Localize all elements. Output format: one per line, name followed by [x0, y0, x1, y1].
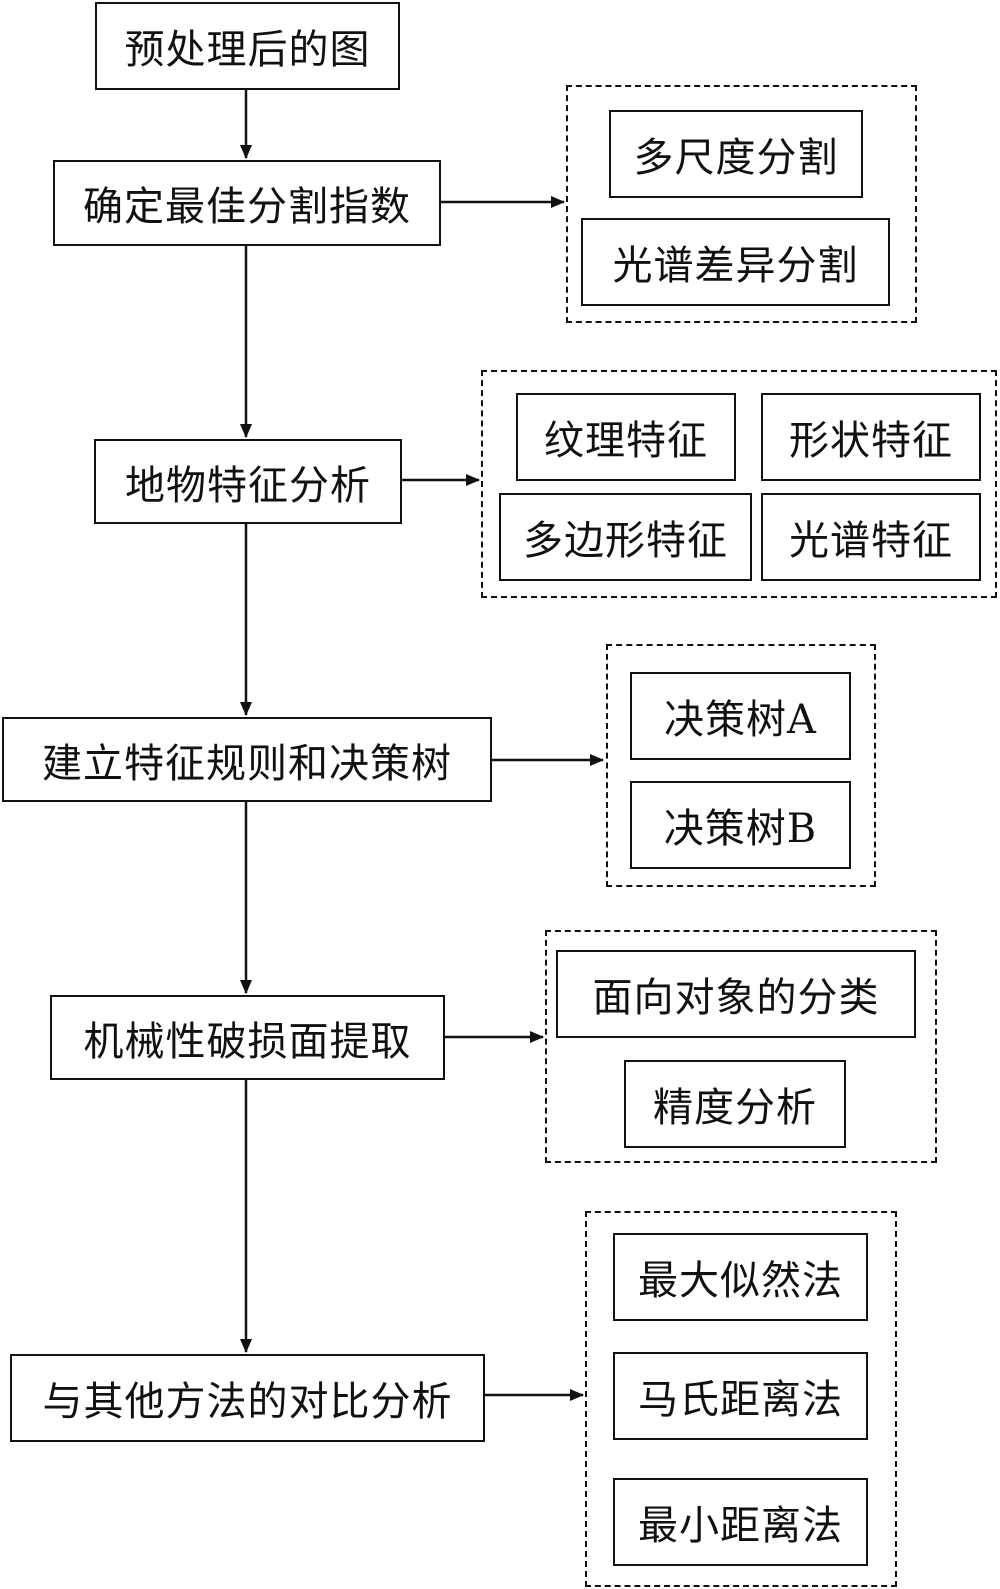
step-determine-segmentation-index: 确定最佳分割指数 [53, 160, 441, 246]
decision-tree-group [606, 644, 876, 887]
feature-item-spectral: 光谱特征 [761, 493, 981, 581]
feature-group [481, 370, 997, 598]
comparison-group [585, 1211, 897, 1587]
decision-tree-a: 决策树A [630, 672, 851, 760]
step-damage-surface-extraction: 机械性破损面提取 [50, 995, 445, 1080]
feature-item-texture: 纹理特征 [516, 393, 736, 481]
step-method-comparison: 与其他方法的对比分析 [10, 1354, 485, 1442]
segmentation-item-multiscale: 多尺度分割 [609, 110, 863, 198]
step-feature-analysis: 地物特征分析 [94, 439, 402, 524]
segmentation-group [566, 85, 917, 323]
decision-tree-b: 决策树B [630, 781, 851, 869]
extraction-item-object-oriented-classification: 面向对象的分类 [556, 950, 916, 1038]
step-build-rules-and-decision-tree: 建立特征规则和决策树 [2, 717, 492, 802]
feature-item-polygon: 多边形特征 [499, 493, 752, 581]
comparison-item-maximum-likelihood: 最大似然法 [613, 1233, 868, 1321]
comparison-item-mahalanobis-distance: 马氏距离法 [613, 1352, 868, 1440]
feature-item-shape: 形状特征 [761, 393, 981, 481]
extraction-group [545, 930, 937, 1163]
extraction-item-accuracy-analysis: 精度分析 [624, 1060, 846, 1148]
segmentation-item-spectral-difference: 光谱差异分割 [581, 218, 890, 306]
comparison-item-minimum-distance: 最小距离法 [613, 1478, 868, 1566]
step-preprocessed-image: 预处理后的图 [95, 2, 400, 90]
